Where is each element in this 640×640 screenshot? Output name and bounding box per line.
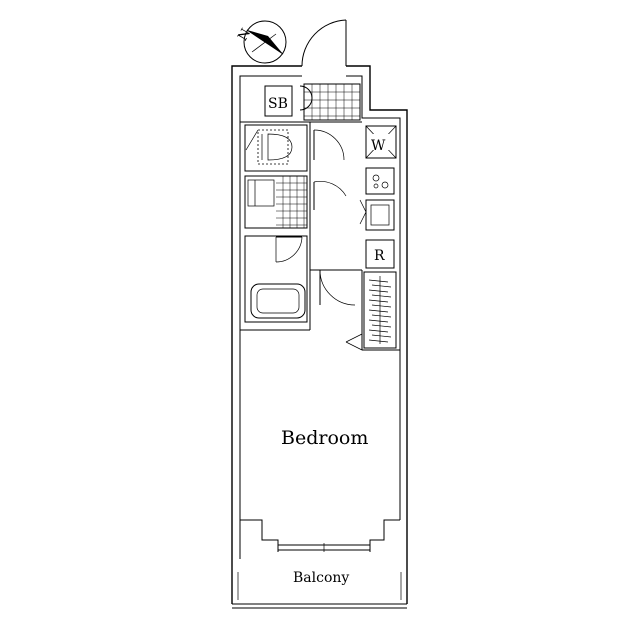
hanger-mark	[371, 314, 392, 318]
refrigerator-space: R	[365, 239, 395, 269]
balcony-label: Balcony	[293, 570, 349, 586]
washbasin-icon	[247, 179, 275, 207]
interior-partitions	[240, 121, 400, 351]
hanger-mark	[371, 334, 392, 338]
entrance-door	[301, 19, 347, 67]
hanger-mark	[368, 289, 389, 293]
hanger-mark	[371, 324, 392, 328]
bedroom-label: Bedroom	[281, 427, 368, 449]
hanger-mark	[368, 329, 389, 333]
hanger-mark	[371, 294, 392, 298]
washer-space: W	[365, 125, 397, 159]
sink-icon	[365, 199, 395, 231]
shoe-box-label: SB	[268, 96, 288, 112]
kitchen-counter	[359, 167, 395, 231]
toilet-icon	[261, 133, 293, 161]
hanger-mark	[368, 299, 389, 303]
stove-icon	[365, 167, 395, 195]
hanger-mark	[368, 309, 389, 313]
toilet-room	[244, 124, 345, 172]
balcony-window	[278, 543, 370, 552]
bathtub-icon	[250, 283, 306, 319]
hanger-mark	[368, 339, 389, 343]
entrance-tile-floor	[299, 83, 361, 121]
washroom	[244, 175, 347, 229]
balcony: Balcony	[231, 567, 408, 609]
compass-north-label: N	[235, 26, 254, 43]
bathroom	[244, 235, 308, 323]
hanger-mark	[368, 279, 389, 283]
bedroom: Bedroom	[281, 427, 368, 449]
refrigerator-label: R	[374, 248, 385, 264]
hanger-mark	[368, 319, 389, 323]
north-compass-icon: N	[235, 20, 287, 64]
outer-walls	[231, 65, 408, 567]
shoe-box: SB	[264, 85, 293, 117]
closet	[345, 271, 397, 351]
hanger-mark	[371, 284, 392, 288]
washer-label: W	[371, 138, 386, 154]
hanger-mark	[371, 304, 392, 308]
